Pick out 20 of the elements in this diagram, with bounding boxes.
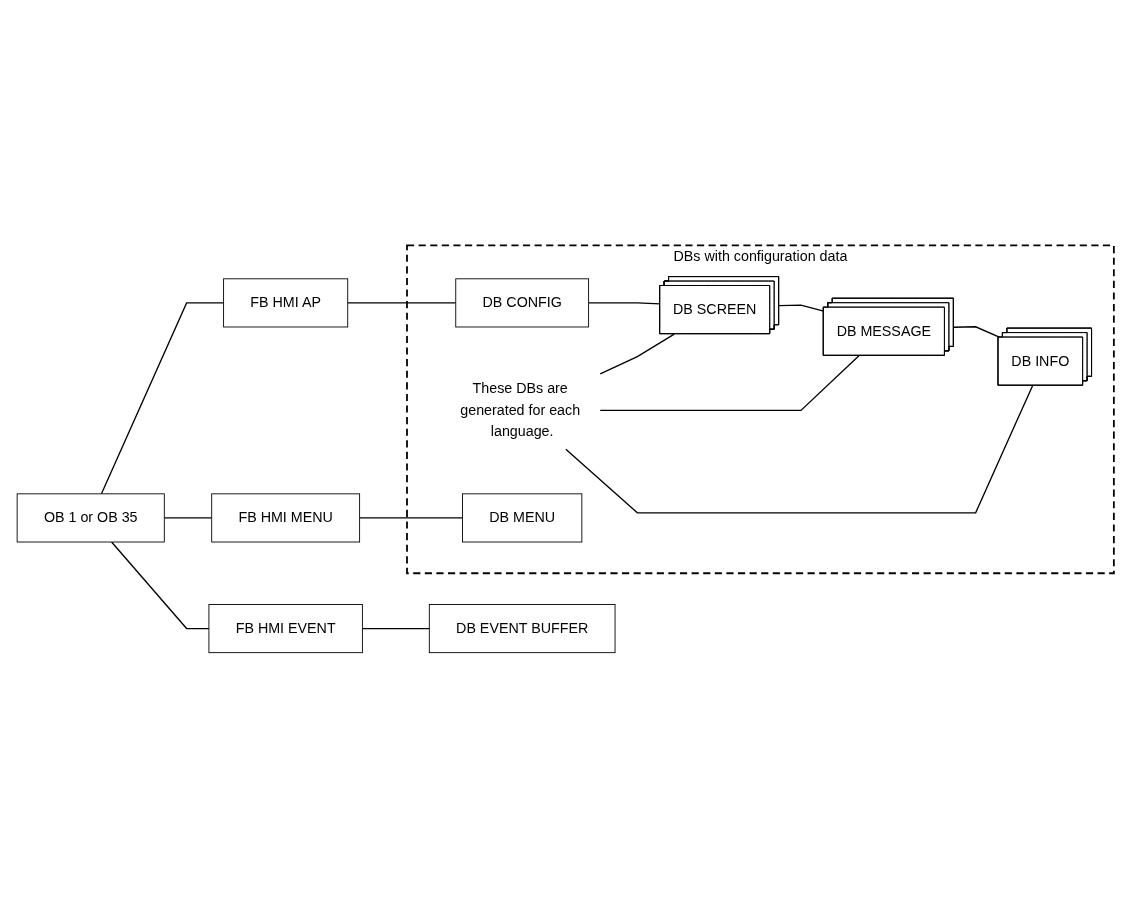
node-box: DB MENU — [462, 493, 583, 543]
connector — [778, 304, 825, 312]
connector — [163, 517, 213, 519]
node-box: DB EVENT BUFFER — [428, 604, 616, 654]
connector — [565, 384, 1034, 514]
connector — [361, 627, 430, 630]
node-box: FB HMI MENU — [211, 493, 361, 543]
connector — [953, 326, 1001, 339]
node-text: These DBs are generated for each language. — [460, 380, 581, 439]
connector — [110, 541, 210, 630]
node-box: OB 1 or OB 35 — [16, 493, 165, 543]
connector — [358, 517, 464, 519]
node-box: DB CONFIG — [455, 278, 590, 328]
connector — [599, 333, 675, 375]
connector — [100, 302, 225, 495]
connector — [587, 302, 661, 305]
connector — [599, 355, 860, 412]
node-box: FB HMI AP — [223, 278, 349, 328]
node-box: FB HMI EVENT — [208, 604, 363, 654]
connector — [347, 302, 457, 304]
